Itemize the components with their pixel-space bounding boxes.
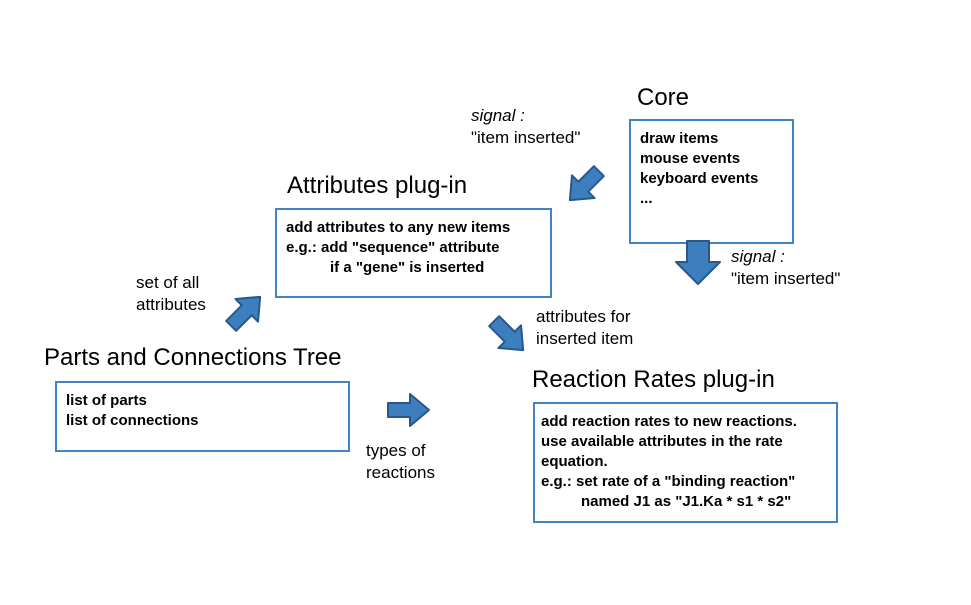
types-of-line2: reactions — [366, 463, 435, 482]
signal-right-label: signal : "item inserted" — [731, 246, 840, 290]
core-line: mouse events — [640, 150, 741, 167]
parts-tree-box: list of parts list of connections — [55, 381, 350, 452]
signal-top-line1: signal : — [471, 106, 525, 125]
types-of-reactions-label: types of reactions — [366, 440, 435, 484]
arrow-parts-to-reaction-icon — [387, 393, 430, 427]
reaction-line: equation. — [541, 453, 608, 470]
parts-line: list of connections — [66, 412, 199, 429]
arrow-core-to-attributes-icon — [568, 165, 605, 202]
reaction-line: use available attributes in the rate — [541, 433, 783, 450]
attributes-plugin-title: Attributes plug-in — [287, 172, 468, 199]
signal-top-line2: "item inserted" — [471, 128, 581, 147]
set-of-all-line1: set of all — [136, 273, 200, 292]
signal-right-line1: signal : — [731, 247, 785, 266]
core-title: Core — [637, 84, 690, 111]
arrow-attributes-to-reaction-icon — [488, 315, 525, 352]
types-of-line1: types of — [366, 441, 426, 460]
core-line: keyboard events — [640, 170, 759, 187]
reaction-line: add reaction rates to new reactions. — [541, 413, 797, 430]
attributes-for-line2: inserted item — [536, 329, 634, 348]
core-box: draw items mouse events keyboard events … — [629, 119, 794, 244]
reaction-line: named J1 as "J1.Ka * s1 * s2" — [581, 493, 792, 510]
attributes-line: e.g.: add "sequence" attribute — [286, 239, 500, 256]
reaction-rates-box: add reaction rates to new reactions. use… — [533, 402, 838, 523]
attributes-for-inserted-item-label: attributes for inserted item — [536, 306, 633, 350]
signal-right-line2: "item inserted" — [731, 269, 841, 288]
attributes-plugin-box: add attributes to any new items e.g.: ad… — [275, 208, 552, 298]
signal-top-label: signal : "item inserted" — [471, 105, 580, 149]
core-line: draw items — [640, 130, 719, 147]
attributes-for-line1: attributes for — [536, 307, 631, 326]
arrow-parts-to-attributes-icon — [225, 295, 262, 332]
parts-tree-title: Parts and Connections Tree — [44, 344, 342, 371]
reaction-rates-title: Reaction Rates plug-in — [532, 366, 775, 393]
set-of-all-attributes-label: set of all attributes — [136, 272, 206, 316]
reaction-line: e.g.: set rate of a "binding reaction" — [541, 473, 796, 490]
attributes-line: if a "gene" is inserted — [330, 259, 485, 276]
parts-line: list of parts — [66, 392, 147, 409]
attributes-line: add attributes to any new items — [286, 219, 511, 236]
set-of-all-line2: attributes — [136, 295, 206, 314]
core-line: ... — [640, 190, 653, 207]
arrow-core-signal-down-icon — [675, 240, 721, 285]
